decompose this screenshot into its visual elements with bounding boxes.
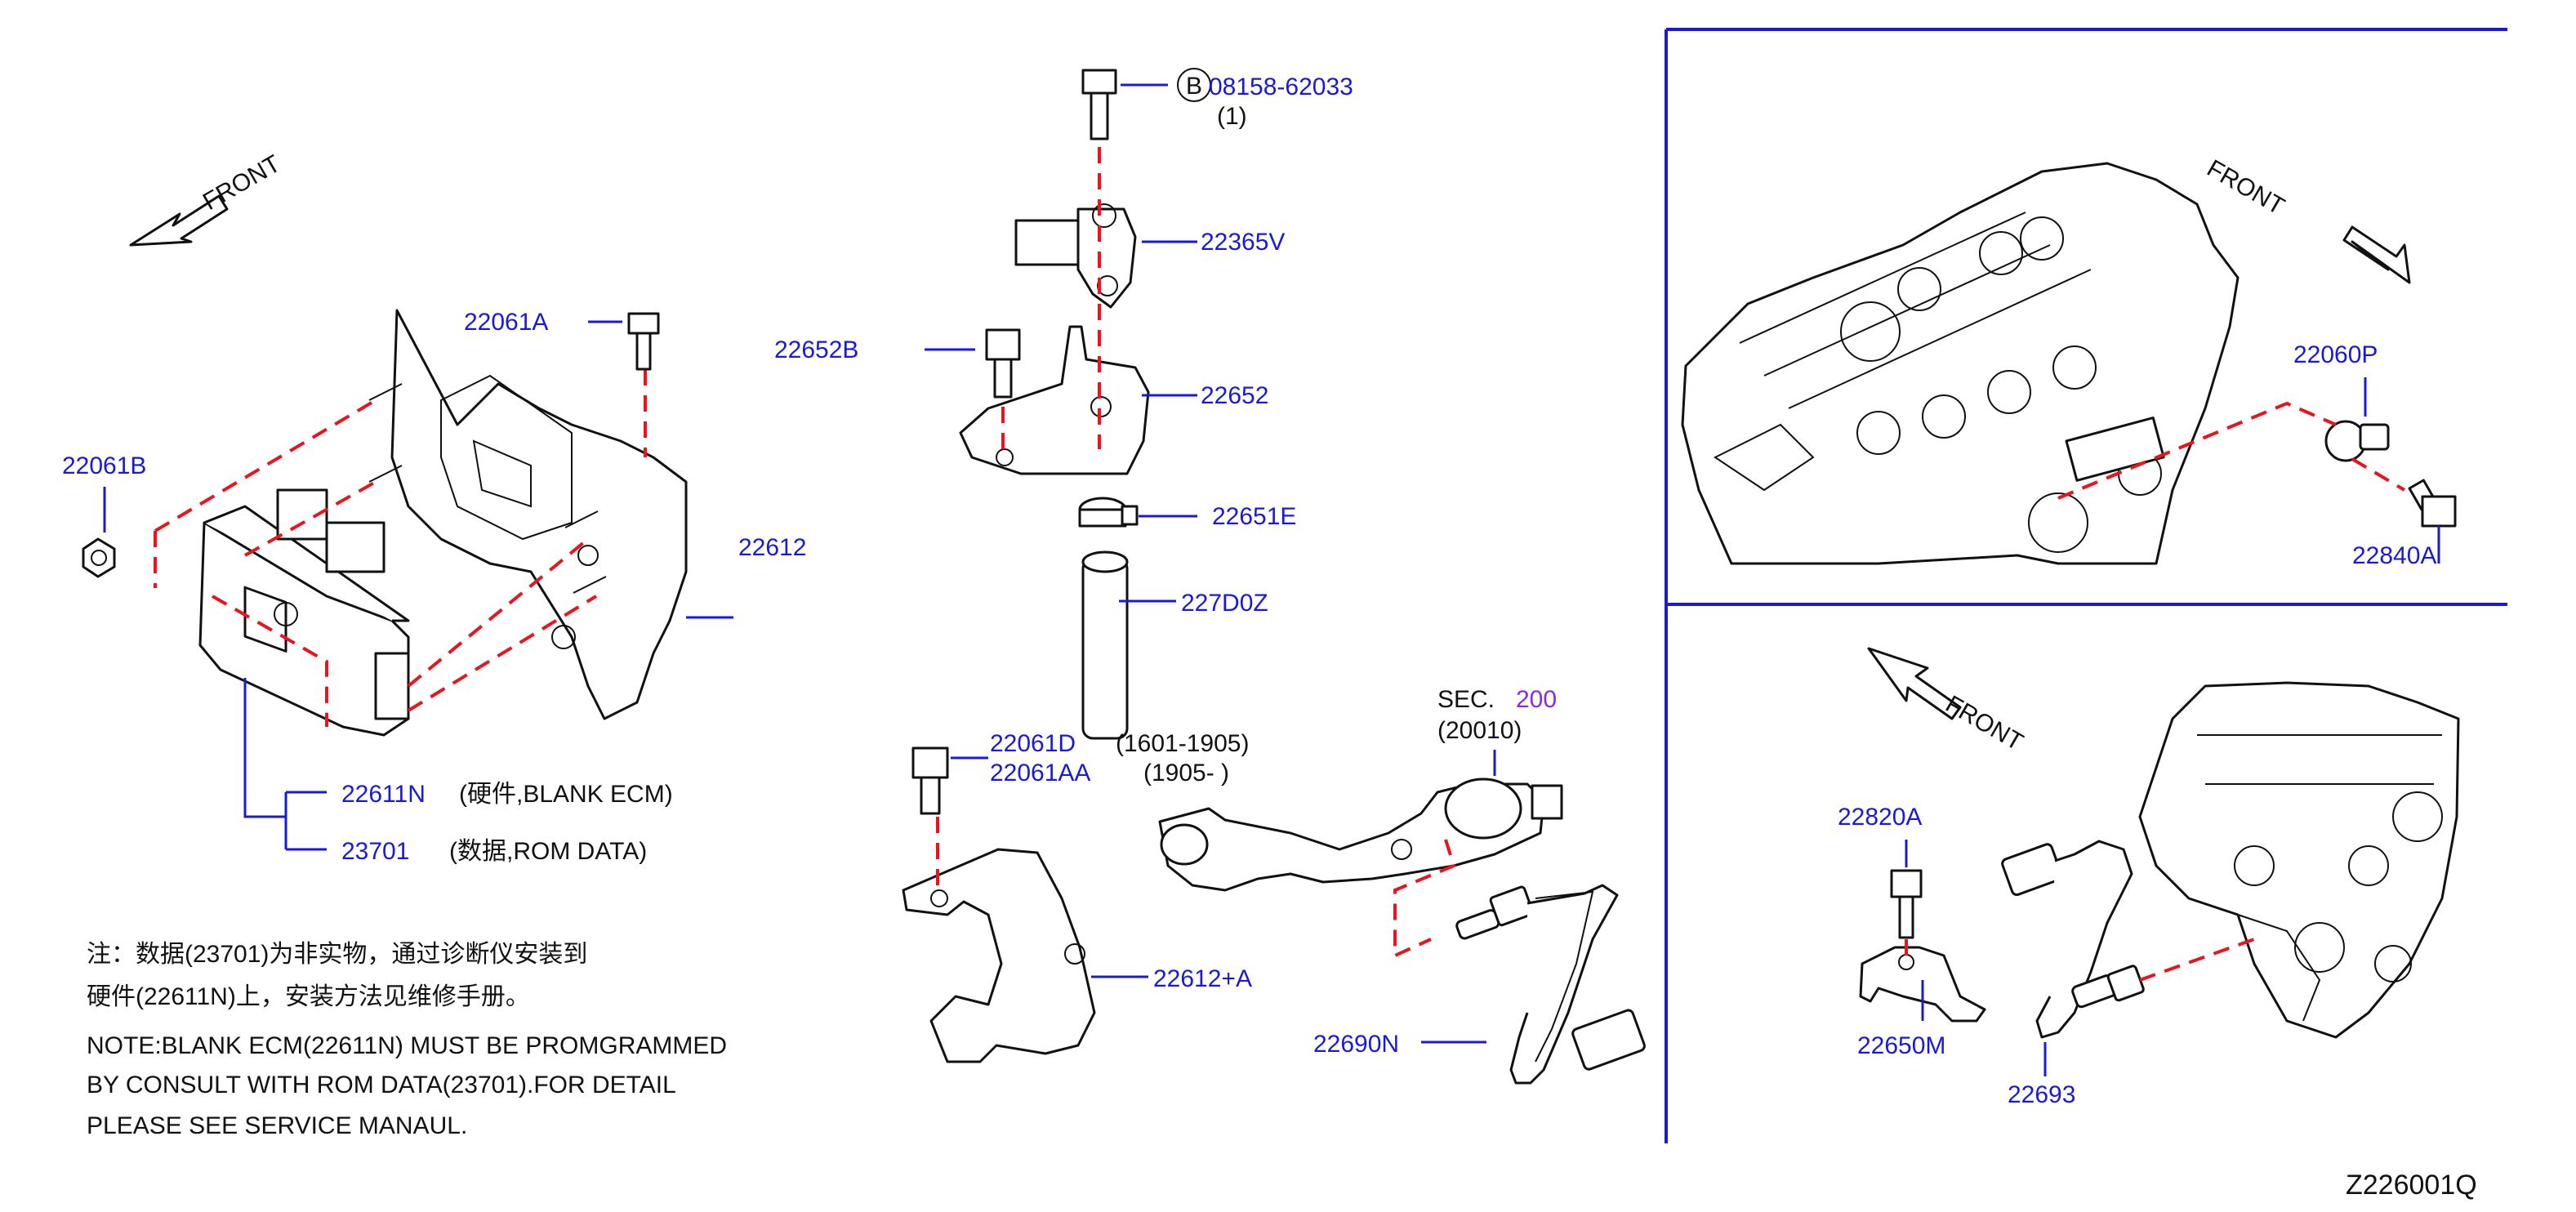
ecm-studs <box>368 383 607 594</box>
front-arrow-bottom-right: FRONT <box>1867 647 2028 756</box>
front-arrow-top-left: FRONT <box>129 150 285 247</box>
bracket-22612A <box>902 817 1148 1063</box>
section-label: SEC. <box>1437 686 1495 713</box>
engine-top-view <box>1681 162 2240 565</box>
callout-22690N: 22690N <box>1313 1031 1399 1058</box>
ecm-22611N <box>198 488 410 737</box>
oxygen-sensor-22693 <box>2001 840 2255 1076</box>
callout-22840A: 22840A <box>2352 542 2436 569</box>
catalyst-20010 <box>1158 750 1563 892</box>
bracket-22650M <box>1859 939 1986 1023</box>
callout-22061AA: 22061AA <box>990 760 1090 786</box>
callout-22061B: 22061B <box>62 452 146 479</box>
callout-22060P: 22060P <box>2293 341 2378 368</box>
callout-22611N-note: (硬件,BLANK ECM) <box>459 781 673 808</box>
note-cn-line1: 注：数据(23701)为非实物，通过诊断仪安装到 <box>87 941 587 968</box>
callout-22652B: 22652B <box>774 336 858 363</box>
callout-labels: 08158-62033 (1) 22365V 22652B 22652 2265… <box>62 74 2436 1108</box>
hose-227D0Z <box>1081 550 1176 740</box>
engine-lower-view <box>2138 681 2460 1039</box>
front-label-top-right: FRONT <box>2203 154 2289 220</box>
callout-227D0Z: 227D0Z <box>1181 590 1268 617</box>
callout-22612: 22612 <box>738 534 806 561</box>
ecm-bracket-22612 <box>390 309 733 720</box>
callout-22693: 22693 <box>2008 1081 2075 1108</box>
bolt-08158-62033: B <box>1081 68 1211 140</box>
callout-22611N: 22611N <box>341 781 426 808</box>
callout-08158-62033: 08158-62033 <box>1209 74 1353 100</box>
callout-08158-qty: (1) <box>1217 103 1247 130</box>
bolt-22652B <box>925 328 1021 399</box>
front-label-top-left: FRONT <box>198 150 285 216</box>
callout-22061AA-range: (1905- ) <box>1143 760 1229 786</box>
bolt-22061A <box>588 312 660 371</box>
section-number[interactable]: 200 <box>1516 686 1557 713</box>
sensor-22365V <box>1014 203 1197 309</box>
callout-22061A: 22061A <box>464 309 548 336</box>
callout-22652: 22652 <box>1201 382 1268 409</box>
callout-22365V: 22365V <box>1201 229 1285 256</box>
detail-panel-frames <box>1665 28 2507 1143</box>
callout-22612A: 22612+A <box>1153 965 1252 992</box>
bolt-22061D <box>911 746 988 815</box>
note-en-line1: NOTE:BLANK ECM(22611N) MUST BE PROMGRAMM… <box>87 1032 727 1059</box>
note-en-line2: BY CONSULT WITH ROM DATA(23701).FOR DETA… <box>87 1072 676 1098</box>
callout-23701-note: (数据,ROM DATA) <box>449 838 647 865</box>
callout-22061D: 22061D <box>990 730 1076 757</box>
callout-22650M: 22650M <box>1857 1032 1945 1059</box>
callout-23701: 23701 <box>341 838 409 865</box>
note-cn-line2: 硬件(22611N)上，安装方法见维修手册。 <box>87 983 530 1010</box>
oxygen-sensor-22690N <box>1393 839 1646 1085</box>
diagram-code: Z226001Q <box>2346 1170 2477 1201</box>
bolt-symbol-b: B <box>1186 73 1202 100</box>
front-arrow-top-right: FRONT <box>2203 154 2411 284</box>
clamp-22651E <box>1078 497 1197 528</box>
front-label-bottom-right: FRONT <box>1941 690 2028 755</box>
callout-22820A: 22820A <box>1838 804 1922 831</box>
notes-block: 注：数据(23701)为非实物，通过诊断仪安装到 硬件(22611N)上，安装方… <box>87 941 727 1139</box>
bolt-22820A <box>1890 840 1923 939</box>
note-en-line3: PLEASE SEE SERVICE MANAUL. <box>87 1112 467 1139</box>
callout-22061D-range: (1601-1905) <box>1116 730 1249 757</box>
ecm-leader-dashes <box>154 343 647 727</box>
callout-22651E: 22651E <box>1212 503 1296 530</box>
section-sub: (20010) <box>1437 717 1522 744</box>
knock-sensor-22060P <box>2057 377 2406 500</box>
sensor-stack-dashes <box>1001 147 1101 451</box>
bolt-22840A <box>2408 479 2457 564</box>
nut-22061B <box>82 487 116 578</box>
ecm-callout-lines <box>243 678 327 851</box>
